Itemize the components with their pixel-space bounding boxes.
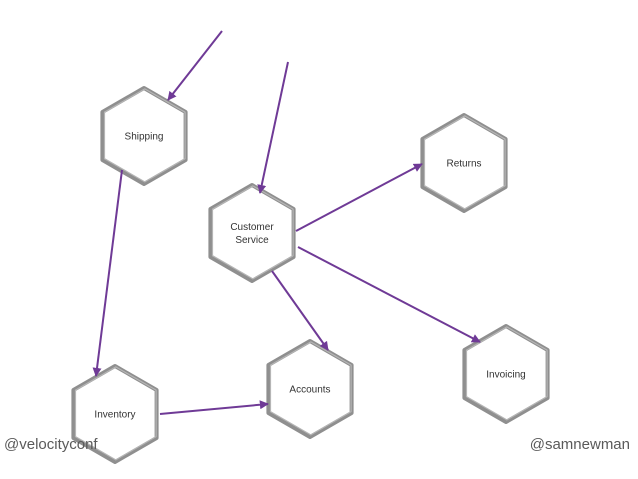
arrow-shipping-to-inventory — [92, 169, 123, 377]
hexagon-sketch-stroke — [465, 326, 548, 421]
hexagon-shape — [208, 183, 296, 283]
hexagon-sketch-stroke — [211, 185, 294, 280]
service-node-returns: Returns — [420, 113, 508, 213]
service-node-invoicing: Invoicing — [462, 324, 550, 424]
service-node-accounts: Accounts — [266, 339, 354, 439]
service-label-accounts: Accounts — [289, 385, 330, 396]
service-label-inventory: Inventory — [94, 410, 135, 421]
hexagon-sketch-stroke — [423, 115, 506, 210]
arrow-into-customer-service — [257, 61, 289, 194]
arrow-into-shipping — [167, 30, 223, 101]
hexagon-sketch-stroke — [269, 341, 352, 436]
service-label-invoicing: Invoicing — [486, 370, 525, 381]
services: ShippingCustomerServiceReturnsAccountsIn… — [71, 86, 550, 464]
service-label-shipping: Shipping — [125, 132, 164, 143]
service-label-customer-service: Service — [235, 235, 269, 246]
arrow-customer-service-to-accounts — [271, 270, 329, 351]
hexagon-sketch-stroke — [103, 88, 186, 183]
footer-left-handle: @velocityconf — [4, 436, 98, 453]
service-label-returns: Returns — [446, 159, 481, 170]
arrow-customer-service-to-returns — [295, 163, 423, 232]
service-node-shipping: Shipping — [100, 86, 188, 186]
connections — [92, 30, 481, 415]
footer-right-handle: @samnewman — [529, 436, 630, 453]
hexagon-sketch-stroke — [74, 366, 157, 461]
arrow-customer-service-to-invoicing — [297, 246, 481, 343]
service-label-customer-service: Customer — [230, 222, 274, 233]
service-node-inventory: Inventory — [71, 364, 159, 464]
arrow-inventory-to-accounts — [159, 400, 269, 415]
